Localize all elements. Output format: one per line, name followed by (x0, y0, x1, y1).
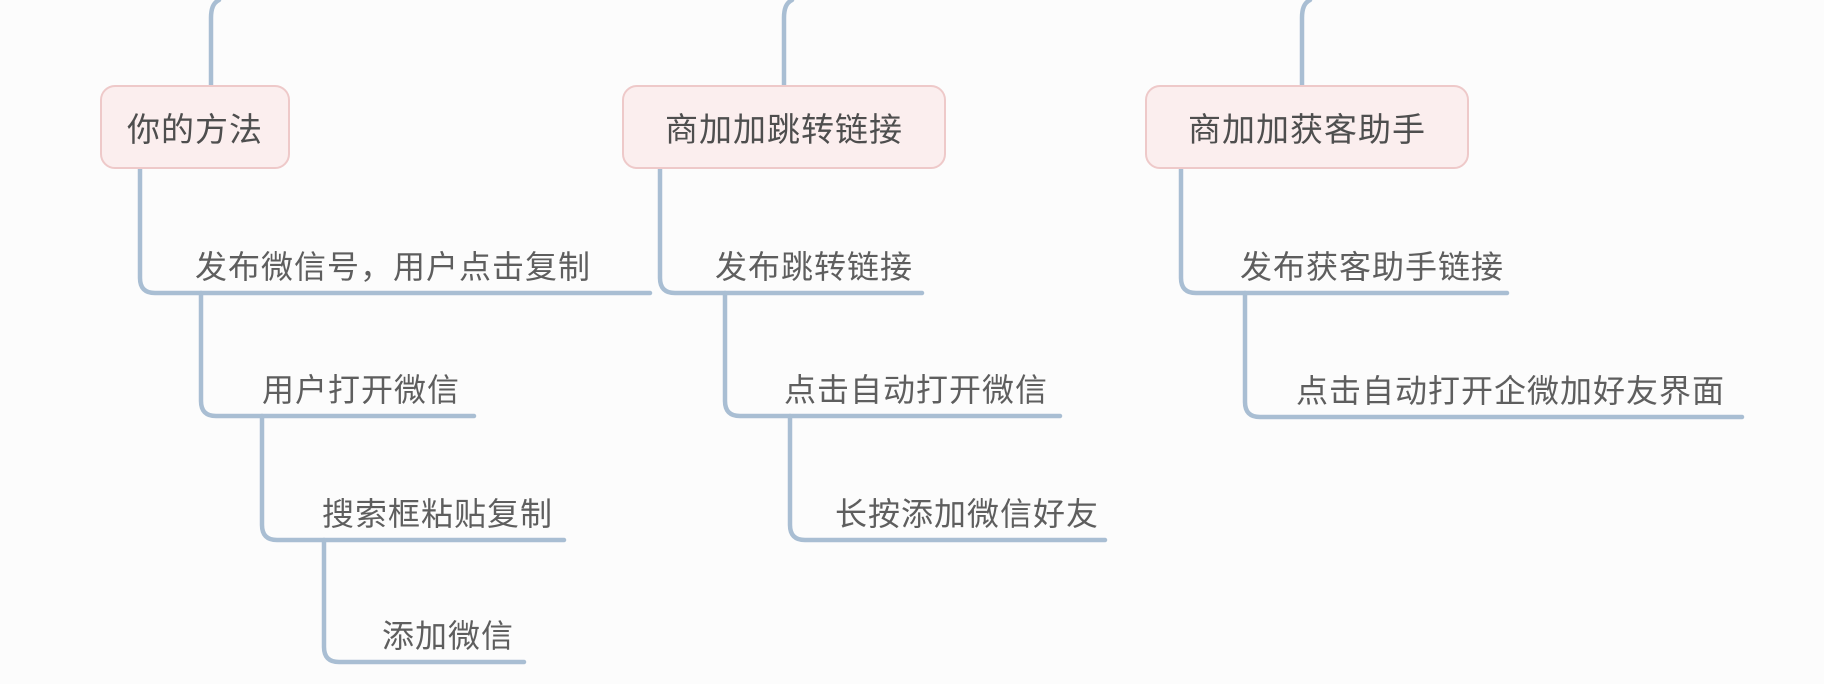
connector-branch-3-child-1 (1178, 166, 1510, 296)
connector-branch-2-child-3 (787, 413, 1108, 543)
subtopic-branch-3-step-1[interactable]: 发布获客助手链接 (1240, 249, 1505, 285)
subtopic-branch-2-step-2[interactable]: 点击自动打开微信 (784, 372, 1049, 408)
topic-label: 商加加跳转链接 (665, 111, 903, 148)
subtopic-branch-1-step-4[interactable]: 添加微信 (382, 618, 515, 654)
connector-branch-2-child-2 (722, 290, 1063, 419)
connector-branch-1-child-3 (259, 413, 567, 543)
root-connector-branch-2 (781, 0, 795, 88)
subtopic-branch-1-step-1[interactable]: 发布微信号，用户点击复制 (195, 249, 592, 285)
connector-branch-2-child-1 (657, 166, 925, 296)
connector-branch-3-child-2 (1242, 290, 1745, 420)
subtopic-branch-3-step-2[interactable]: 点击自动打开企微加好友界面 (1296, 373, 1726, 409)
connector-branch-1-child-1 (137, 166, 653, 296)
connector-branch-1-child-4 (321, 537, 527, 665)
topic-box-jump-link[interactable]: 商加加跳转链接 (622, 85, 946, 169)
root-connector-branch-1 (208, 0, 222, 88)
subtopic-branch-2-step-3[interactable]: 长按添加微信好友 (835, 496, 1100, 532)
connector-branch-1-child-2 (198, 290, 477, 419)
root-connector-branch-3 (1299, 0, 1313, 88)
topic-box-customer-assistant[interactable]: 商加加获客助手 (1145, 85, 1469, 169)
subtopic-branch-1-step-3[interactable]: 搜索框粘贴复制 (322, 496, 554, 532)
subtopic-branch-2-step-1[interactable]: 发布跳转链接 (715, 249, 914, 285)
topic-label: 商加加获客助手 (1188, 111, 1426, 148)
subtopic-branch-1-step-2[interactable]: 用户打开微信 (262, 372, 461, 408)
topic-box-your-method[interactable]: 你的方法 (100, 85, 290, 169)
topic-label: 你的方法 (127, 111, 263, 148)
